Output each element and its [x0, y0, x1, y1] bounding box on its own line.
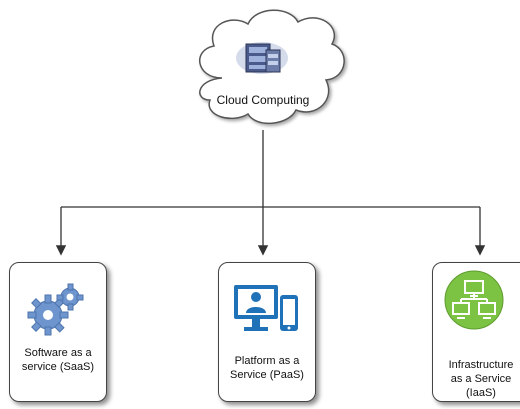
card-paas: Platform as a Service (PaaS) — [218, 262, 316, 402]
cloud-servers-icon — [236, 42, 288, 74]
desktop-user-tablet-icon — [234, 285, 298, 331]
card-saas: Software as a service (SaaS) — [9, 262, 107, 402]
card-iaas: Infrastructure as a Service (IaaS) — [432, 262, 520, 402]
network-computers-icon — [444, 270, 504, 330]
root-label: Cloud Computing — [216, 93, 310, 107]
connector-lines — [55, 130, 486, 256]
gears-icon — [27, 283, 84, 336]
card-iaas-label: Infrastructure as a Service (IaaS) — [448, 359, 514, 399]
card-saas-label: Software as a service (SaaS) — [21, 347, 95, 373]
card-paas-label: Platform as a Service (PaaS) — [230, 355, 304, 381]
